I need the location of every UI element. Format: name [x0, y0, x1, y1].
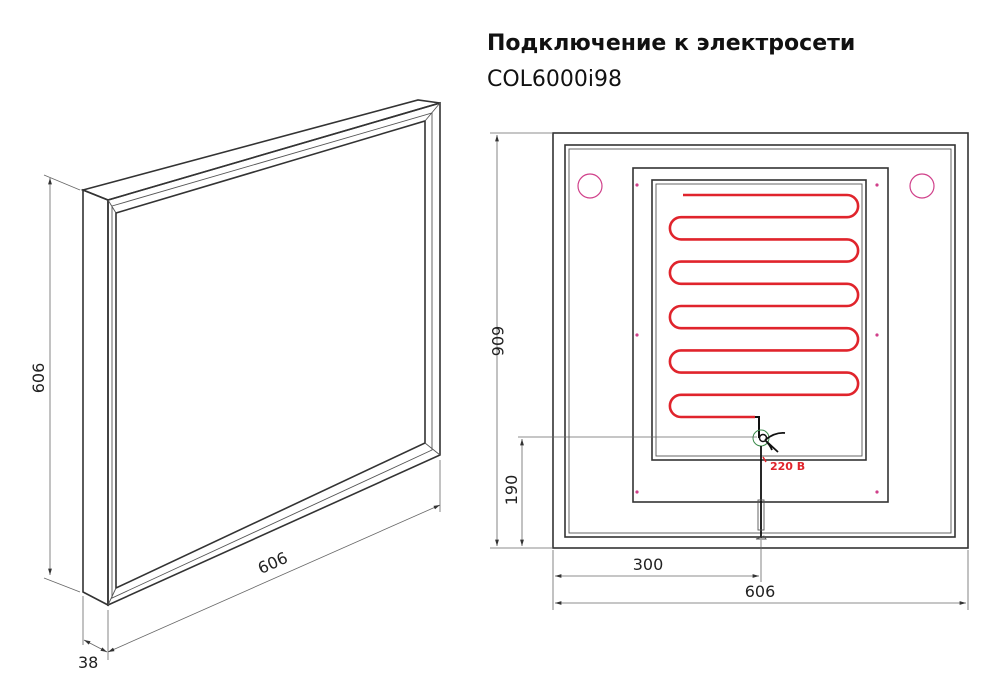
frame-bevel [111, 112, 433, 599]
outlet-offset-dimension-label: 300 [633, 555, 664, 574]
front-view: 220 В 606 190 300 606 [488, 132, 969, 610]
height-dimension-label: 606 [488, 326, 507, 357]
outlet-height-dimension-label: 190 [502, 475, 521, 506]
perspective-view: 606 606 38 [29, 99, 441, 672]
frame-outer [564, 144, 956, 538]
page-title: Подключение к электросети [487, 31, 855, 56]
voltage-label: 220 В [770, 460, 805, 473]
mount-hole-right [909, 173, 935, 199]
width-dimension-label: 606 [745, 582, 776, 601]
heating-cable [668, 193, 860, 419]
depth-dimension-label: 38 [78, 653, 98, 672]
heater-panel [651, 179, 867, 461]
frame-side-face [82, 188, 109, 607]
screw-dots [635, 183, 879, 494]
height-dimension-label: 606 [29, 363, 48, 394]
power-wire [755, 416, 760, 438]
mount-hole-left [577, 173, 603, 199]
mirror-outline [552, 132, 969, 549]
cable-ends-icon [764, 431, 786, 453]
model-code: COL6000i98 [487, 67, 622, 92]
width-dimension-line [107, 504, 441, 653]
frame-top-face [80, 99, 441, 201]
depth-dimension-line [83, 639, 108, 653]
frame-front-outer [107, 101, 441, 607]
